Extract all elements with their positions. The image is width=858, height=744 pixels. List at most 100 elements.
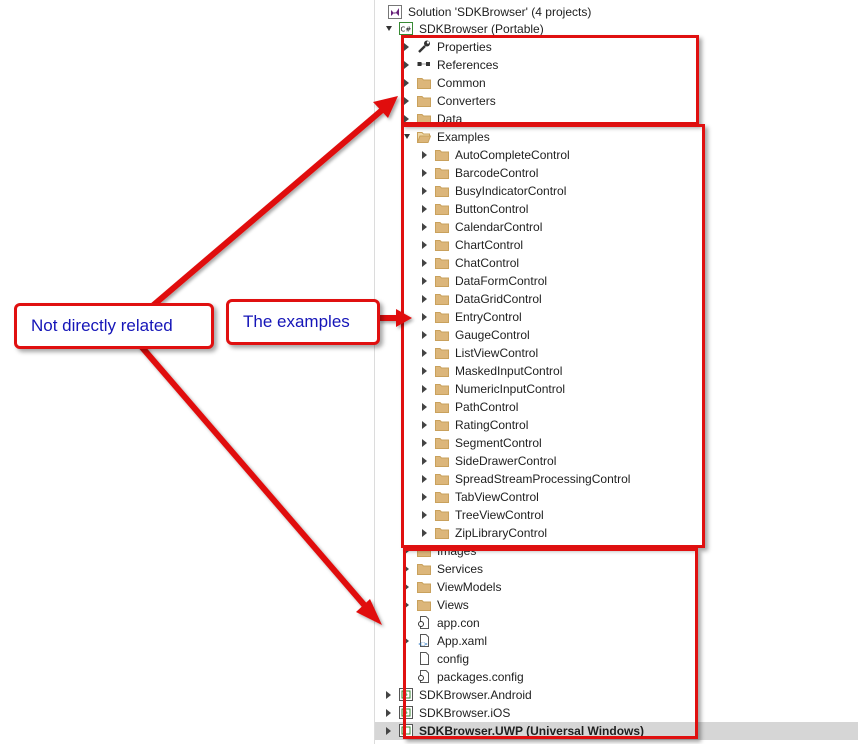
expander-closed-icon[interactable] xyxy=(404,115,409,123)
tree-item-spreadstreamprocessingcontrol[interactable]: SpreadStreamProcessingControl xyxy=(375,470,858,488)
expander-closed-icon[interactable] xyxy=(422,187,427,195)
expander-closed-icon[interactable] xyxy=(404,61,409,69)
tree-item-label: SpreadStreamProcessingControl xyxy=(455,472,631,486)
expander-closed-icon[interactable] xyxy=(404,583,409,591)
expander-closed-icon[interactable] xyxy=(422,205,427,213)
expander-closed-icon[interactable] xyxy=(422,475,427,483)
tree-item-references[interactable]: References xyxy=(375,56,858,74)
tree-item-maskedinputcontrol[interactable]: MaskedInputControl xyxy=(375,362,858,380)
folder-icon xyxy=(435,490,449,503)
folder-icon xyxy=(435,238,449,251)
tree-item-packages-config[interactable]: packages.config xyxy=(375,668,858,686)
expander-closed-icon[interactable] xyxy=(422,403,427,411)
expander-closed-icon[interactable] xyxy=(404,97,409,105)
tree-item-label: References xyxy=(437,58,499,72)
expander-closed-icon[interactable] xyxy=(422,439,427,447)
tree-item-services[interactable]: Services xyxy=(375,560,858,578)
expander-closed-icon[interactable] xyxy=(422,151,427,159)
expander-closed-icon[interactable] xyxy=(422,313,427,321)
folder-icon xyxy=(435,400,449,413)
annotation-box-top xyxy=(401,35,699,125)
tree-item-datagridcontrol[interactable]: DataGridControl xyxy=(375,290,858,308)
expander-closed-icon[interactable] xyxy=(422,331,427,339)
expander-closed-icon[interactable] xyxy=(422,349,427,357)
expander-closed-icon[interactable] xyxy=(422,529,427,537)
expander-closed-icon[interactable] xyxy=(422,493,427,501)
tree-item-ziplibrarycontrol[interactable]: ZipLibraryControl xyxy=(375,524,858,542)
expander-closed-icon[interactable] xyxy=(386,709,391,717)
tree-item-chartcontrol[interactable]: ChartControl xyxy=(375,236,858,254)
tree-item-autocompletecontrol[interactable]: AutoCompleteControl xyxy=(375,146,858,164)
tree-item-listviewcontrol[interactable]: ListViewControl xyxy=(375,344,858,362)
tree-item-converters[interactable]: Converters xyxy=(375,92,858,110)
tree-item-config[interactable]: config xyxy=(375,650,858,668)
expander-closed-icon[interactable] xyxy=(404,601,409,609)
expander-closed-icon[interactable] xyxy=(422,367,427,375)
tree-item-viewmodels[interactable]: ViewModels xyxy=(375,578,858,596)
expander-closed-icon[interactable] xyxy=(422,385,427,393)
expander-closed-icon[interactable] xyxy=(404,79,409,87)
expander-closed-icon[interactable] xyxy=(422,169,427,177)
csharp-project-icon: C# xyxy=(399,22,413,35)
expander-closed-icon[interactable] xyxy=(422,259,427,267)
folder-icon xyxy=(435,292,449,305)
xaml-file-icon: <> xyxy=(417,634,431,647)
tree-item-common[interactable]: Common xyxy=(375,74,858,92)
tree-item-label: Services xyxy=(437,562,484,576)
tree-item-properties[interactable]: Properties xyxy=(375,38,858,56)
expander-closed-icon[interactable] xyxy=(422,457,427,465)
tree-item-views[interactable]: Views xyxy=(375,596,858,614)
folder-open-icon xyxy=(417,130,431,143)
expander-closed-icon[interactable] xyxy=(422,223,427,231)
expander-closed-icon[interactable] xyxy=(422,511,427,519)
expander-open-icon[interactable] xyxy=(404,134,410,139)
tree-item-label: DataFormControl xyxy=(455,274,548,288)
tree-item-tabviewcontrol[interactable]: TabViewControl xyxy=(375,488,858,506)
tree-item-app-xaml[interactable]: <>App.xaml xyxy=(375,632,858,650)
tree-item-examples[interactable]: Examples xyxy=(375,128,858,146)
tree-item-segmentcontrol[interactable]: SegmentControl xyxy=(375,434,858,452)
tree-item-label: app.con xyxy=(437,616,480,630)
tree-item-treeviewcontrol[interactable]: TreeViewControl xyxy=(375,506,858,524)
svg-text:C#: C# xyxy=(401,26,412,34)
tree-item-chatcontrol[interactable]: ChatControl xyxy=(375,254,858,272)
panel-divider xyxy=(374,0,375,744)
expander-closed-icon[interactable] xyxy=(404,565,409,573)
tree-item-gaugecontrol[interactable]: GaugeControl xyxy=(375,326,858,344)
tree-item-calendarcontrol[interactable]: CalendarControl xyxy=(375,218,858,236)
tree-item-label: EntryControl xyxy=(455,310,522,324)
folder-icon xyxy=(435,508,449,521)
tree-item-sdkbrowser-portable[interactable]: C#SDKBrowser (Portable) xyxy=(375,20,858,38)
tree-item-numericinputcontrol[interactable]: NumericInputControl xyxy=(375,380,858,398)
tree-item-buttoncontrol[interactable]: ButtonControl xyxy=(375,200,858,218)
expander-closed-icon[interactable] xyxy=(422,421,427,429)
expander-closed-icon[interactable] xyxy=(422,241,427,249)
tree-item-sdkbrowser-uwp-universal-windows[interactable]: SDKBrowser.UWP (Universal Windows) xyxy=(375,722,858,740)
tree-item-entrycontrol[interactable]: EntryControl xyxy=(375,308,858,326)
tree-item-sidedrawercontrol[interactable]: SideDrawerControl xyxy=(375,452,858,470)
expander-closed-icon[interactable] xyxy=(386,727,391,735)
expander-closed-icon[interactable] xyxy=(404,637,409,645)
tree-item-label: RatingControl xyxy=(455,418,529,432)
tree-item-sdkbrowser-android[interactable]: #SDKBrowser.Android xyxy=(375,686,858,704)
tree-item-label: ChatControl xyxy=(455,256,520,270)
tree-item-ratingcontrol[interactable]: RatingControl xyxy=(375,416,858,434)
expander-closed-icon[interactable] xyxy=(404,547,409,555)
tree-item-app-con[interactable]: app.con xyxy=(375,614,858,632)
solution-explorer-tree[interactable]: Solution 'SDKBrowser' (4 projects) C#SDK… xyxy=(375,0,858,744)
expander-closed-icon[interactable] xyxy=(386,691,391,699)
tree-item-dataformcontrol[interactable]: DataFormControl xyxy=(375,272,858,290)
tree-row-solution[interactable]: Solution 'SDKBrowser' (4 projects) xyxy=(375,3,858,21)
tree-item-label: Properties xyxy=(437,40,492,54)
expander-closed-icon[interactable] xyxy=(404,43,409,51)
folder-icon xyxy=(435,184,449,197)
expander-closed-icon[interactable] xyxy=(422,277,427,285)
tree-item-barcodecontrol[interactable]: BarcodeControl xyxy=(375,164,858,182)
tree-item-pathcontrol[interactable]: PathControl xyxy=(375,398,858,416)
expander-closed-icon[interactable] xyxy=(422,295,427,303)
expander-open-icon[interactable] xyxy=(386,26,392,31)
folder-icon xyxy=(435,454,449,467)
tree-item-busyindicatorcontrol[interactable]: BusyIndicatorControl xyxy=(375,182,858,200)
tree-item-label: ButtonControl xyxy=(455,202,529,216)
callout-not-directly-related-text: Not directly related xyxy=(31,316,173,335)
